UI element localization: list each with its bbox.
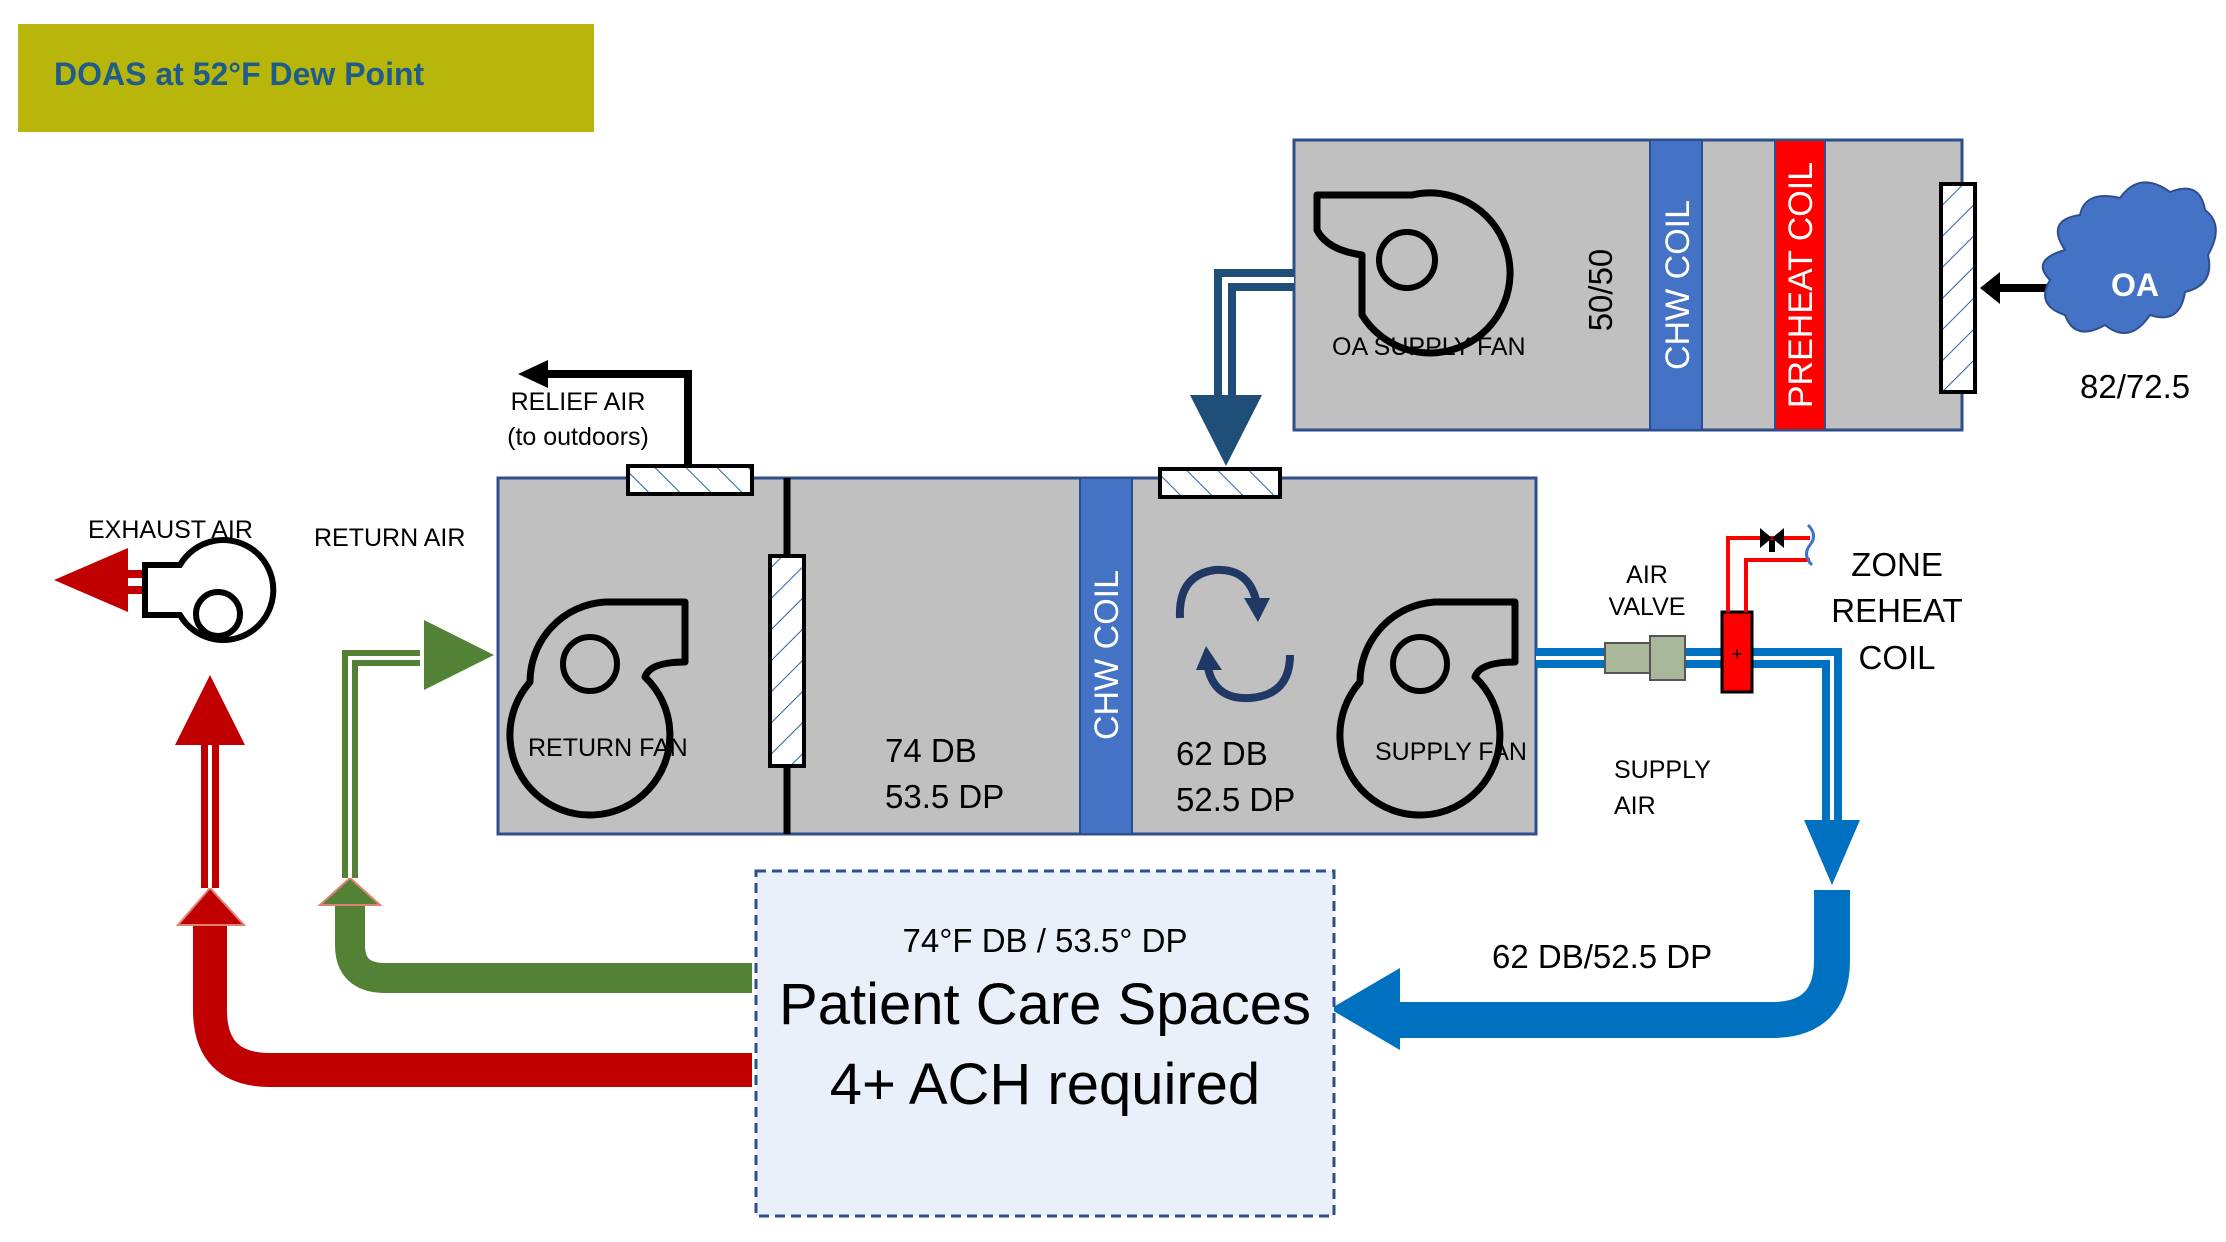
- oa-supply-fan-label: OA SUPPLY FAN: [1332, 333, 1526, 361]
- return-air-duct: [317, 620, 752, 993]
- oa-condition: 82/72.5: [2080, 368, 2190, 405]
- return-air-label: RETURN AIR: [314, 524, 465, 552]
- supply-air-label-2: AIR: [1614, 792, 1656, 820]
- doas-chw-coil: [1649, 139, 1703, 431]
- air-valve-label-2: VALVE: [1609, 593, 1686, 621]
- oa-damper: [1939, 182, 1977, 394]
- exhaust-air-duct: [175, 675, 752, 1087]
- return-fan-icon: [506, 598, 689, 819]
- relief-damper: [626, 464, 754, 496]
- mix-ratio-label: 50/50: [1582, 249, 1619, 332]
- mixed-air-db: 74 DB: [885, 732, 977, 769]
- title-banner: DOAS at 52°F Dew Point: [18, 24, 594, 132]
- supply-condition: 62 DB/52.5 DP: [1492, 938, 1712, 975]
- doas-chw-coil-label: CHW COIL: [1659, 200, 1697, 370]
- doas-unit: OA SUPPLY FAN 50/50 CHW COIL PREHEAT COI…: [1292, 138, 1977, 432]
- relief-air-sublabel: (to outdoors): [507, 423, 649, 451]
- zone-reheat-label-3: COIL: [1858, 639, 1935, 676]
- mixing-damper: [768, 554, 806, 768]
- preheat-coil-label: PREHEAT COIL: [1782, 162, 1820, 408]
- heat-wheel-icon: [1175, 565, 1294, 703]
- supply-air-label-1: SUPPLY: [1614, 756, 1711, 784]
- zone-reheat-label-2: REHEAT: [1831, 592, 1962, 629]
- leaving-air-dp: 52.5 DP: [1176, 781, 1295, 818]
- oa-supply-fan-icon: [1313, 189, 1514, 357]
- ahu-chw-coil-label: CHW COIL: [1088, 570, 1126, 740]
- zone-reheat-label-1: ZONE: [1851, 546, 1943, 583]
- page-title: DOAS at 52°F Dew Point: [54, 56, 425, 92]
- supply-fan-label: SUPPLY FAN: [1375, 738, 1527, 766]
- supply-air-duct: [1330, 648, 1860, 1050]
- oa-cloud-icon: OA: [2041, 181, 2217, 334]
- mixed-air-dp: 53.5 DP: [885, 778, 1004, 815]
- exhaust-fan-icon: [54, 537, 277, 643]
- patient-care-spaces-box: 74°F DB / 53.5° DP Patient Care Spaces 4…: [754, 869, 1336, 1218]
- ahu-unit: RETURN FAN 74 DB 53.5 DP CHW COIL 62 DB …: [496, 476, 1538, 836]
- ahu-chw-coil: [1079, 477, 1133, 835]
- air-valve-icon: [1604, 635, 1686, 681]
- relief-air-arrow: [518, 360, 692, 466]
- oa-label: OA: [2111, 267, 2159, 303]
- supply-fan-icon: [1336, 598, 1519, 819]
- space-name: Patient Care Spaces: [779, 972, 1311, 1037]
- air-valve-label-1: AIR: [1626, 561, 1668, 589]
- space-requirement: 4+ ACH required: [830, 1052, 1260, 1117]
- preheat-coil: [1774, 139, 1826, 431]
- space-condition: 74°F DB / 53.5° DP: [902, 922, 1187, 959]
- leaving-air-db: 62 DB: [1176, 735, 1268, 772]
- relief-air-label: RELIEF AIR: [511, 388, 646, 416]
- return-fan-label: RETURN FAN: [528, 734, 688, 762]
- zone-reheat-coil-icon: +: [1720, 523, 1815, 694]
- doas-discharge-duct: [1190, 269, 1294, 466]
- oa-intake-damper: [1158, 467, 1282, 499]
- svg-text:+: +: [1732, 644, 1743, 664]
